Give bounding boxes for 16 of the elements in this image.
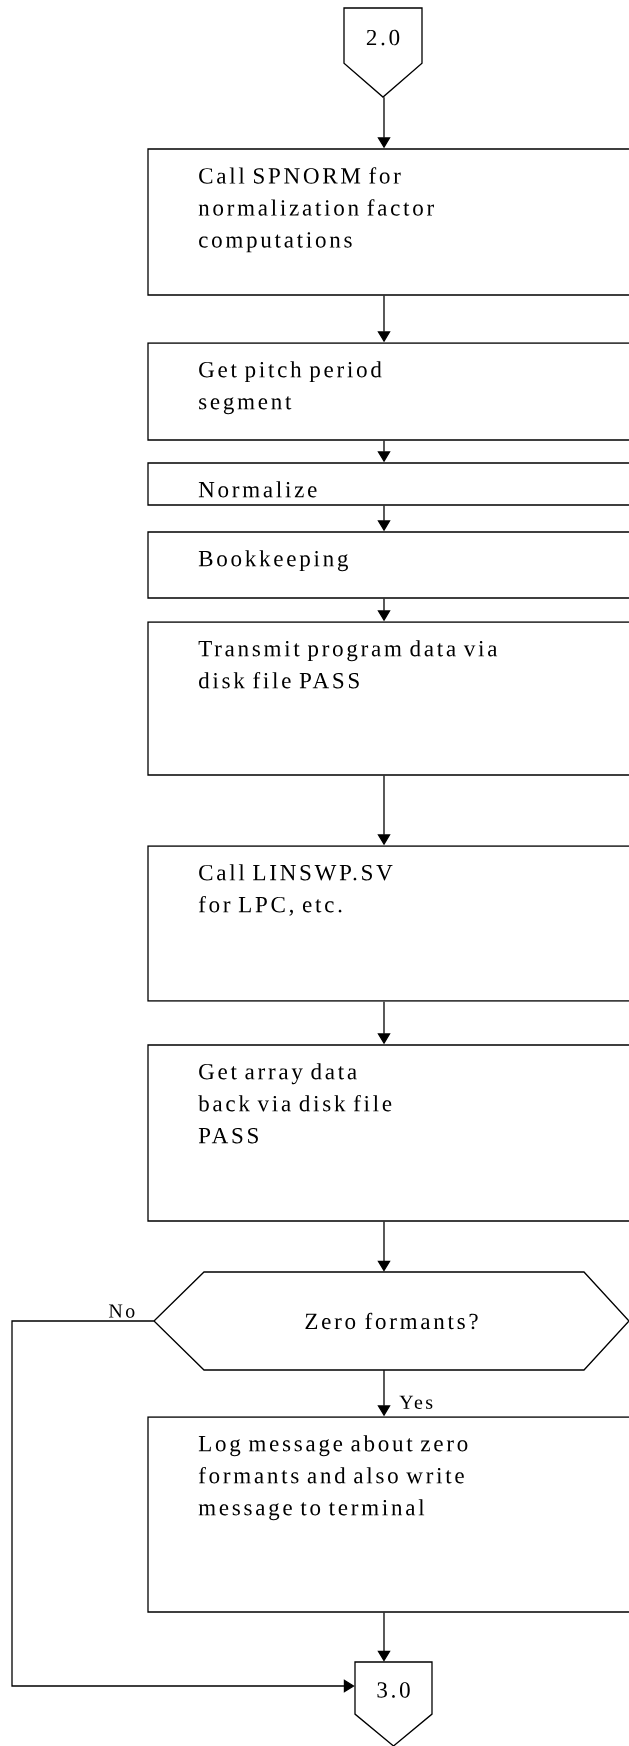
process-box: Transmit program data via disk file PASS (147, 621, 629, 776)
process-box: Call SPNORM for normalization factor computations (147, 148, 629, 296)
edge-label: No (107, 1303, 137, 1319)
arrow (377, 1612, 391, 1662)
process-box: Call LINSWP.SV for LPC, etc. (147, 845, 629, 1002)
arrow (11, 1320, 355, 1693)
off-page-connector: 2.0 (343, 7, 423, 98)
process-box: Get pitch period segment (147, 342, 629, 441)
process-box: Bookkeeping (147, 531, 629, 599)
arrow (377, 1221, 391, 1272)
process-box: Normalize (147, 462, 629, 506)
edge-label: Yes (398, 1394, 435, 1410)
process-box: Get array data back via disk file PASS (147, 1044, 629, 1222)
off-page-connector: 3.0 (354, 1661, 433, 1746)
decision-hexagon: Zero formants? (153, 1271, 629, 1371)
process-box: Log message about zero formants and also write message to terminal (147, 1416, 629, 1613)
